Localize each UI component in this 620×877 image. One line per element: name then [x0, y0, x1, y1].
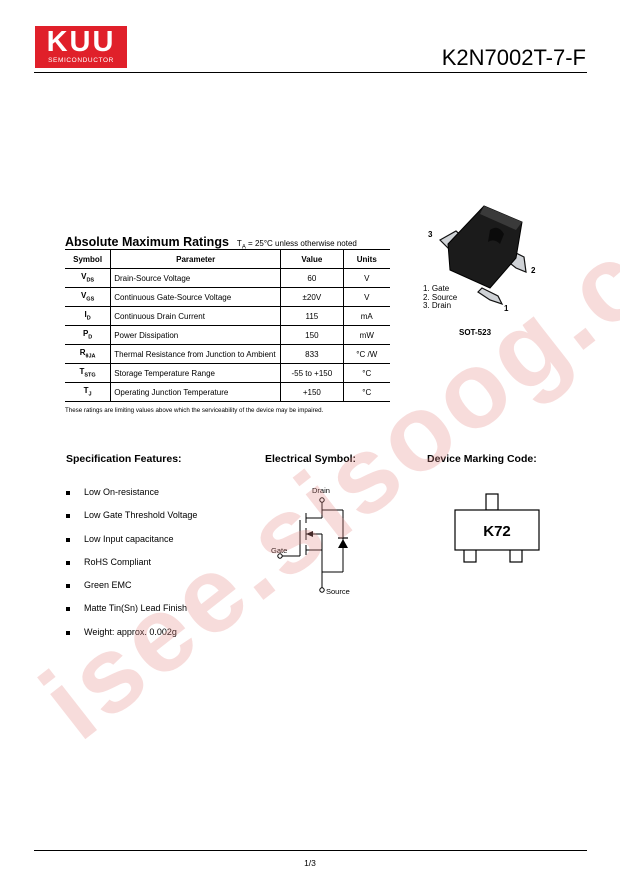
cell-parameter: Continuous Drain Current: [110, 306, 281, 326]
pin-legend-source: 2. Source: [423, 292, 458, 302]
cell-value: -55 to +150: [280, 363, 344, 383]
cell-unit: °C: [342, 382, 390, 402]
symbol-main: I: [84, 310, 87, 320]
cell-parameter: Power Dissipation: [110, 325, 281, 345]
col-value: Value: [280, 249, 344, 269]
features-list: Low On-resistance Low Gate Threshold Vol…: [66, 480, 197, 643]
symbol-main: P: [82, 329, 89, 339]
cell-unit: °C /W: [342, 344, 390, 364]
symbol-sub: D: [86, 315, 91, 322]
pin-legend-drain: 3. Drain: [423, 301, 452, 310]
symbol-sub: θJA: [85, 353, 96, 360]
cell-symbol: RθJA: [65, 344, 111, 364]
cell-symbol: TJ: [65, 382, 111, 402]
cell-unit: V: [342, 287, 390, 307]
condition-rest: = 25°C unless otherwise noted: [245, 239, 357, 248]
condition-sub: A: [241, 244, 246, 251]
cell-parameter: Operating Junction Temperature: [110, 382, 281, 402]
cell-parameter: Storage Temperature Range: [110, 363, 281, 383]
list-item: Green EMC: [66, 573, 197, 596]
header-divider: [34, 72, 587, 73]
cell-unit: mW: [342, 325, 390, 345]
cell-value: 150: [280, 325, 344, 345]
symbol-sub: GS: [86, 296, 95, 303]
marking-code: K72: [483, 523, 511, 540]
ratings-title-text: Absolute Maximum Ratings: [65, 235, 229, 249]
cell-unit: V: [342, 268, 390, 288]
col-symbol: Symbol: [65, 249, 111, 269]
pin-3-label: 3: [428, 230, 433, 239]
footer-divider: [34, 850, 587, 851]
mosfet-symbol-diagram: Drain Gate Source: [271, 486, 350, 596]
cell-parameter: Thermal Resistance from Junction to Ambi…: [110, 344, 281, 364]
symbol-main: V: [80, 291, 87, 301]
col-units: Units: [342, 249, 390, 269]
list-item: RoHS Compliant: [66, 550, 197, 573]
source-label: Source: [326, 587, 350, 596]
symbol-main: T: [83, 386, 89, 396]
symbol-main: V: [81, 272, 87, 282]
pin-1-label: 1: [504, 304, 509, 313]
cell-parameter: Drain-Source Voltage: [110, 268, 281, 288]
cell-value: +150: [280, 382, 344, 402]
symbol-sub: STG: [84, 372, 96, 379]
ratings-condition: TA = 25°C unless otherwise noted: [236, 239, 357, 251]
symbol-main: T: [79, 367, 85, 377]
cell-parameter: Continuous Gate-Source Voltage: [110, 287, 281, 307]
logo-subtitle: SEMICONDUCTOR: [48, 57, 114, 64]
cell-value: ±20V: [280, 287, 344, 307]
pin-legend-gate: 1. Gate: [423, 284, 450, 293]
ratings-title: Absolute Maximum Ratings TA = 25°C unless…: [65, 235, 357, 251]
symbol-sub: D: [88, 334, 93, 341]
col-parameter: Parameter: [110, 249, 281, 269]
pin-legend: 1. Gate 2. Source 3. Drain: [423, 284, 458, 311]
ratings-note: These ratings are limiting values above …: [65, 407, 324, 414]
part-number: K2N7002T-7-F: [441, 45, 586, 70]
cell-symbol: TSTG: [65, 363, 111, 383]
condition-t: T: [236, 239, 242, 248]
marking-code-diagram: K72: [454, 493, 540, 563]
gate-label: Gate: [271, 546, 287, 555]
list-item: Low On-resistance: [66, 480, 197, 503]
package-name: SOT-523: [459, 328, 492, 337]
marking-title: Device Marking Code:: [427, 453, 537, 465]
cell-value: 833: [280, 344, 344, 364]
cell-value: 115: [280, 306, 344, 326]
list-item: Low Gate Threshold Voltage: [66, 503, 197, 526]
cell-symbol: VGS: [65, 287, 111, 307]
pin-2-label: 2: [531, 266, 536, 275]
list-item: Matte Tin(Sn) Lead Finish: [66, 596, 197, 619]
features-title: Specification Features:: [66, 453, 182, 465]
symbol-sub: DS: [86, 277, 95, 284]
logo-text: KUU: [46, 26, 116, 58]
symbol-main: R: [79, 348, 86, 358]
sot523-package-image: 3 2 1: [428, 205, 536, 313]
cell-symbol: VDS: [65, 268, 111, 288]
table-header-row: Symbol Parameter Value Units: [65, 249, 390, 269]
cell-value: 60: [280, 268, 344, 288]
list-item: Weight: approx. 0.002g: [66, 620, 197, 643]
page-number: 1/3: [304, 858, 316, 868]
list-item: Low Input capacitance: [66, 527, 197, 550]
cell-unit: mA: [342, 306, 390, 326]
symbol-sub: J: [88, 391, 92, 398]
cell-symbol: PD: [65, 325, 111, 345]
cell-unit: °C: [342, 363, 390, 383]
drain-label: Drain: [312, 486, 330, 495]
symbol-title: Electrical Symbol:: [265, 453, 357, 465]
company-logo: KUU SEMICONDUCTOR: [35, 26, 127, 68]
cell-symbol: ID: [65, 306, 111, 326]
